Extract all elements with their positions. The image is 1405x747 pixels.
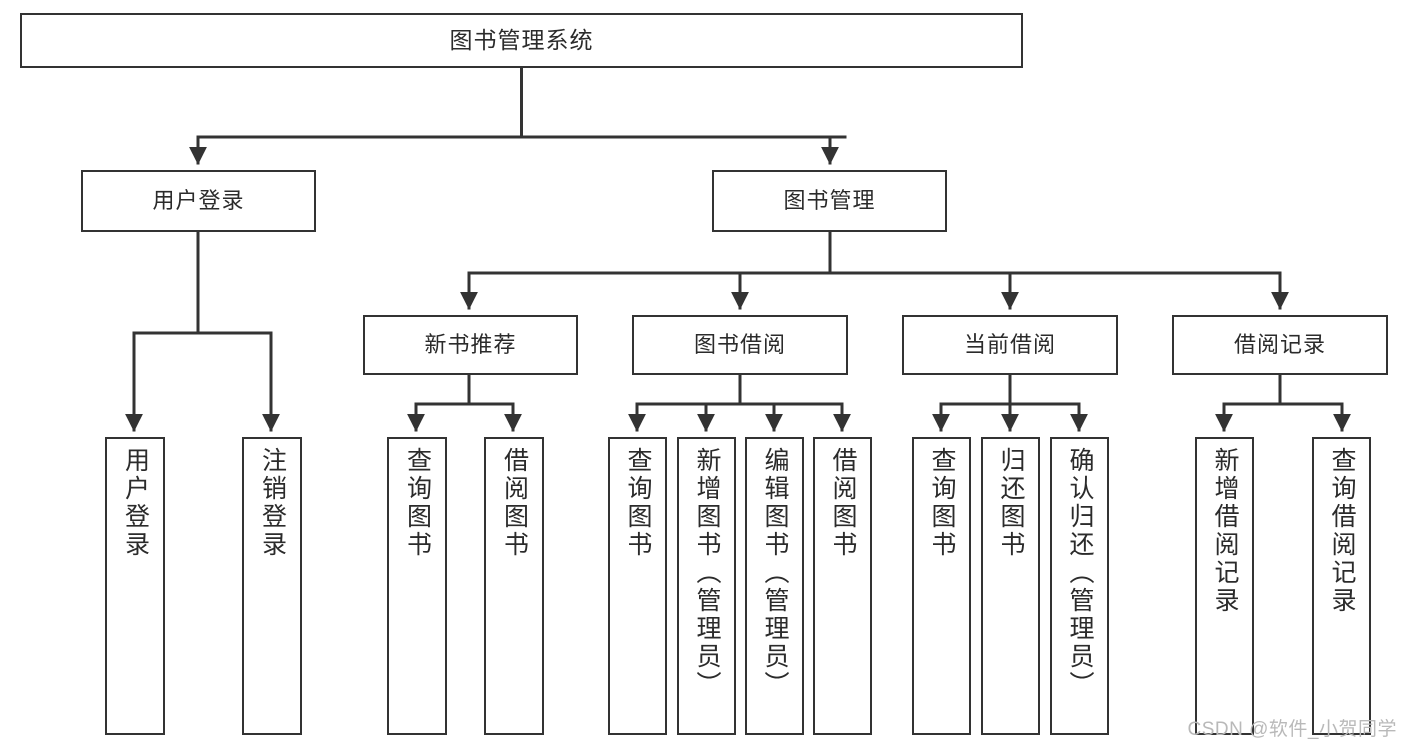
node-leaf-query-books-current[interactable]: 查询图书	[912, 437, 971, 735]
node-leaf-user-login[interactable]: 用户登录	[105, 437, 165, 735]
node-leaf-query-books-new[interactable]: 查询图书	[387, 437, 447, 735]
node-label: 新增借阅记录	[1211, 447, 1239, 615]
node-leaf-return-books[interactable]: 归还图书	[981, 437, 1040, 735]
node-leaf-borrow-books[interactable]: 借阅图书	[813, 437, 872, 735]
node-label: 编辑图书（管理员）	[761, 447, 789, 699]
node-user-login[interactable]: 用户登录	[81, 170, 316, 232]
node-label: 图书管理系统	[449, 26, 594, 53]
node-label: 查询图书	[624, 447, 652, 559]
node-label: 新书推荐	[424, 331, 517, 357]
node-label: 注销登录	[258, 447, 287, 559]
node-label: 归还图书	[997, 447, 1025, 559]
node-leaf-confirm-return-admin[interactable]: 确认归还（管理员）	[1050, 437, 1109, 735]
node-root-book-management-system[interactable]: 图书管理系统	[20, 13, 1023, 68]
node-leaf-add-borrow-record[interactable]: 新增借阅记录	[1195, 437, 1254, 735]
node-label: 用户登录	[121, 447, 150, 559]
node-label: 新增图书（管理员）	[693, 447, 721, 699]
node-new-book-recommendation[interactable]: 新书推荐	[363, 315, 578, 375]
node-leaf-query-borrow-record[interactable]: 查询借阅记录	[1312, 437, 1371, 735]
node-label: 图书借阅	[693, 331, 786, 357]
node-label: 借阅图书	[829, 447, 857, 559]
node-label: 当前借阅	[963, 331, 1056, 357]
node-label: 图书管理	[783, 187, 876, 213]
node-label: 用户登录	[152, 187, 245, 213]
node-leaf-edit-book-admin[interactable]: 编辑图书（管理员）	[745, 437, 804, 735]
node-leaf-add-book-admin[interactable]: 新增图书（管理员）	[677, 437, 736, 735]
node-label: 借阅记录	[1233, 331, 1326, 357]
node-current-borrowing[interactable]: 当前借阅	[902, 315, 1118, 375]
node-label: 查询图书	[928, 447, 956, 559]
node-borrowing-record[interactable]: 借阅记录	[1172, 315, 1388, 375]
node-label: 查询借阅记录	[1328, 447, 1356, 615]
node-book-management[interactable]: 图书管理	[712, 170, 947, 232]
node-book-borrowing[interactable]: 图书借阅	[632, 315, 848, 375]
node-label: 确认归还（管理员）	[1066, 447, 1094, 699]
node-leaf-borrow-books-new[interactable]: 借阅图书	[484, 437, 544, 735]
node-label: 查询图书	[403, 447, 432, 559]
node-leaf-logout[interactable]: 注销登录	[242, 437, 302, 735]
node-label: 借阅图书	[500, 447, 529, 559]
node-leaf-query-books-borrow[interactable]: 查询图书	[608, 437, 667, 735]
